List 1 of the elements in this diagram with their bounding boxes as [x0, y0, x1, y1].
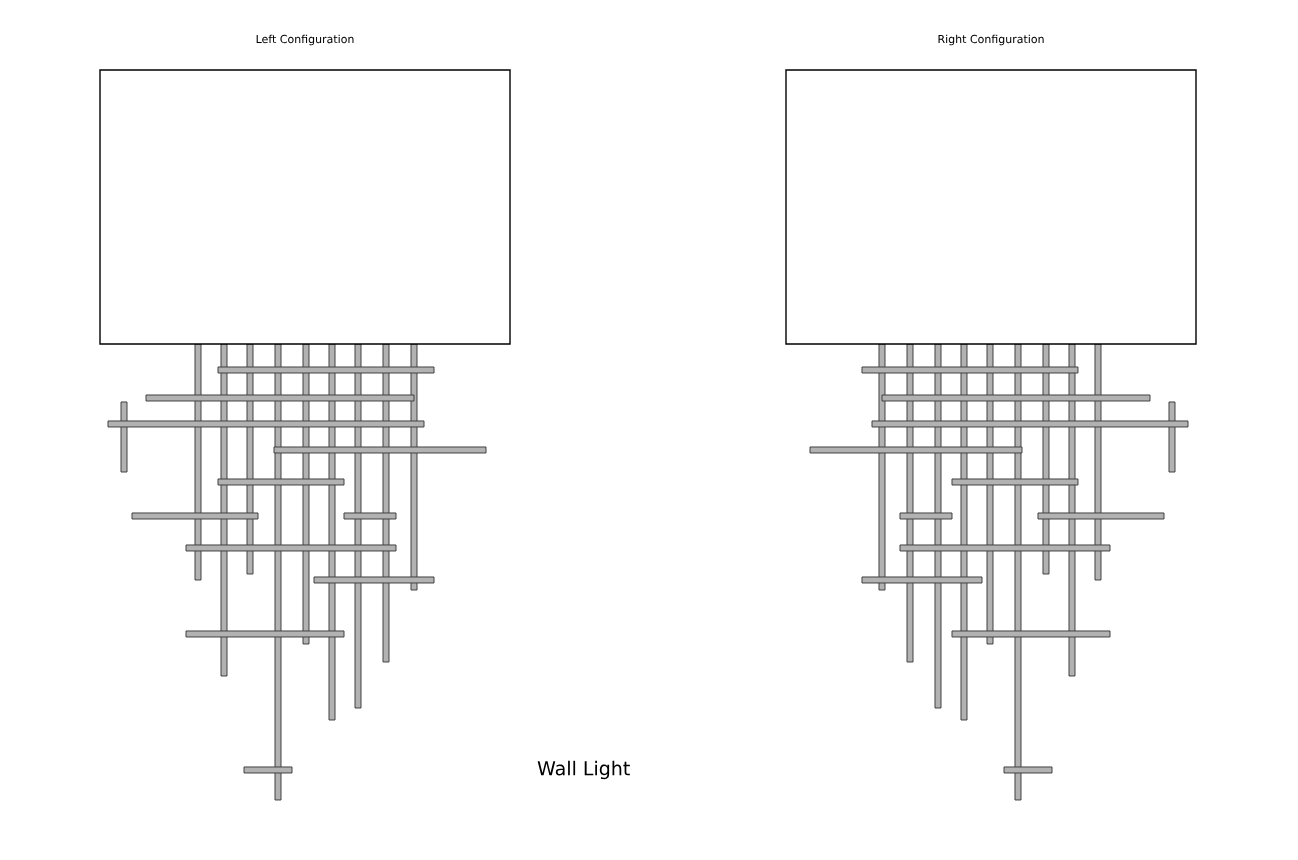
caption: Wall Light: [537, 760, 630, 780]
